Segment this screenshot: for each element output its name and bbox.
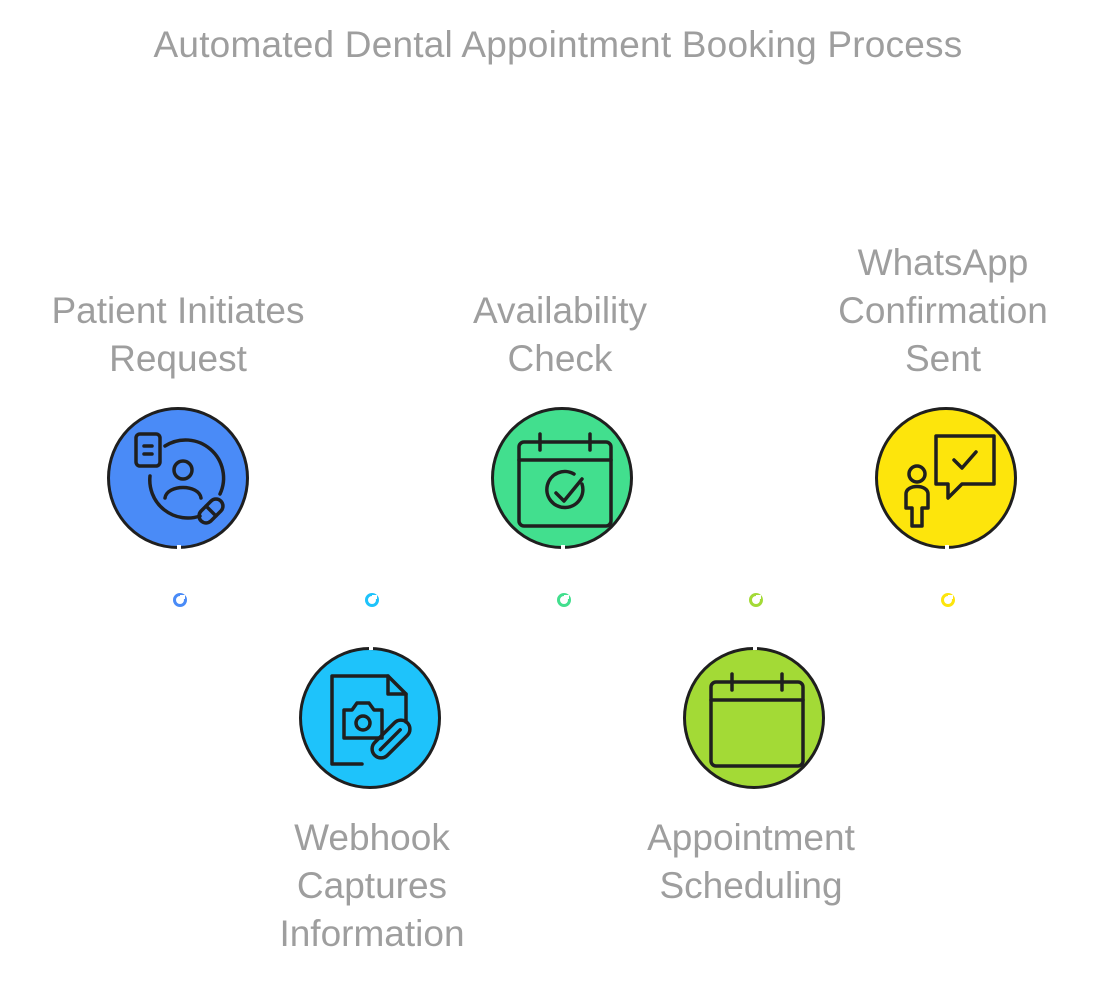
step-label-line: Scheduling xyxy=(659,865,843,906)
step-label-webhook-captures-information: Webhook Captures Information xyxy=(222,814,522,958)
step-notch xyxy=(177,545,181,551)
step-circle-availability-check xyxy=(491,407,633,549)
step-label-whatsapp-confirmation-sent: WhatsApp Confirmation Sent xyxy=(793,239,1093,383)
calendar-check-icon xyxy=(517,432,613,528)
step-label-line: Sent xyxy=(904,338,982,379)
step-notch xyxy=(753,644,757,650)
step-label-line: Appointment xyxy=(647,817,855,858)
step-label-appointment-scheduling: Appointment Scheduling xyxy=(601,814,901,910)
step-circle-patient-initiates-request xyxy=(107,407,249,549)
step-label-line: Captures xyxy=(296,865,448,906)
diagram-title: Automated Dental Appointment Booking Pro… xyxy=(153,24,963,65)
person-message-check-icon xyxy=(904,434,996,528)
timeline-dot xyxy=(557,593,571,607)
step-label-availability-check: Availability Check xyxy=(410,287,710,383)
step-label-line: Information xyxy=(279,913,465,954)
timeline-dot xyxy=(173,593,187,607)
step-notch xyxy=(945,545,949,551)
step-label-line: Request xyxy=(109,338,247,379)
file-camera-attachment-icon xyxy=(330,674,412,766)
step-circle-whatsapp-confirmation-sent xyxy=(875,407,1017,549)
step-label-line: Check xyxy=(507,338,613,379)
step-label-line: Patient Initiates xyxy=(51,290,305,331)
step-circle-webhook-captures-information xyxy=(299,647,441,789)
calendar-icon xyxy=(709,672,805,768)
timeline-dot xyxy=(365,593,379,607)
step-notch xyxy=(561,545,565,551)
step-label-line: Confirmation xyxy=(838,290,1048,331)
timeline-dot xyxy=(941,593,955,607)
step-label-line: Availability xyxy=(472,290,648,331)
step-label-patient-initiates-request: Patient Initiates Request xyxy=(28,287,328,383)
step-notch xyxy=(369,644,373,650)
timeline-dot xyxy=(749,593,763,607)
step-label-line: Webhook xyxy=(294,817,450,858)
step-label-line: WhatsApp xyxy=(857,242,1029,283)
step-circle-appointment-scheduling xyxy=(683,647,825,789)
patient-document-icon xyxy=(134,432,226,525)
